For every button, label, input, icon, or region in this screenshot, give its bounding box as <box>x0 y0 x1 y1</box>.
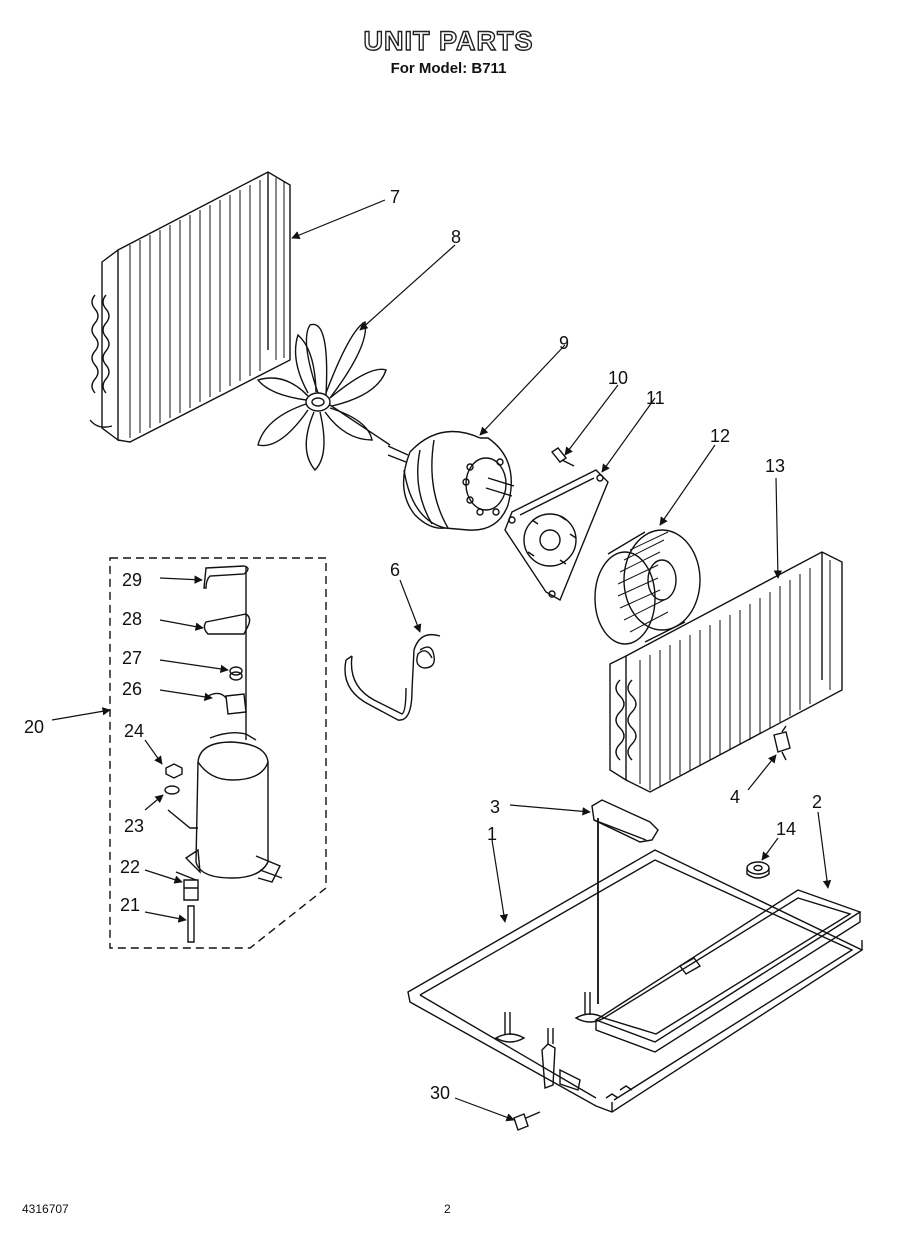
callout-20: 20 <box>24 717 45 737</box>
callout-30: 30 <box>430 1083 451 1103</box>
callout-3: 3 <box>490 797 501 817</box>
callout-8: 8 <box>451 227 462 247</box>
callout-6: 6 <box>390 560 401 580</box>
model-subtitle: For Model: B711 <box>390 60 507 77</box>
callout-4: 4 <box>730 787 741 807</box>
callout-21: 21 <box>120 895 141 915</box>
callout-23: 23 <box>124 816 145 836</box>
callout-9: 9 <box>559 333 570 353</box>
callout-22: 22 <box>120 857 141 877</box>
callout-12: 12 <box>710 426 731 446</box>
compressor-assembly <box>109 557 327 949</box>
callout-13: 13 <box>765 456 786 476</box>
callout-28: 28 <box>122 609 143 629</box>
callout-11: 11 <box>646 388 665 408</box>
fan-blade <box>256 320 391 472</box>
evaporator-coil <box>609 551 843 793</box>
base-pan <box>407 849 864 1113</box>
motor-mount-bracket <box>504 469 609 602</box>
wire-harness <box>344 633 441 721</box>
callout-10: 10 <box>608 368 629 388</box>
callout-24: 24 <box>124 721 145 741</box>
mount-screw <box>550 447 575 467</box>
base-screw <box>513 1111 541 1131</box>
insulation-seal <box>591 799 659 1004</box>
callout-26: 26 <box>122 679 143 699</box>
callout-29: 29 <box>122 570 143 590</box>
compressor-group-boundary <box>109 557 327 949</box>
condenser-coil <box>89 171 291 443</box>
leader-lines <box>51 199 832 1122</box>
callout-14: 14 <box>776 819 797 839</box>
page-number: 2 <box>444 1202 451 1216</box>
grommet <box>746 861 770 879</box>
coil-clip <box>773 725 791 761</box>
callout-2: 2 <box>812 792 823 812</box>
fan-motor <box>387 430 515 531</box>
blower-wheel <box>594 529 701 645</box>
drain-tray <box>594 889 862 1053</box>
document-number: 4316707 <box>22 1202 69 1216</box>
callout-1: 1 <box>487 824 498 844</box>
page-title: UNIT PARTS <box>363 25 534 56</box>
callout-27: 27 <box>122 648 143 668</box>
callout-7: 7 <box>390 187 401 207</box>
